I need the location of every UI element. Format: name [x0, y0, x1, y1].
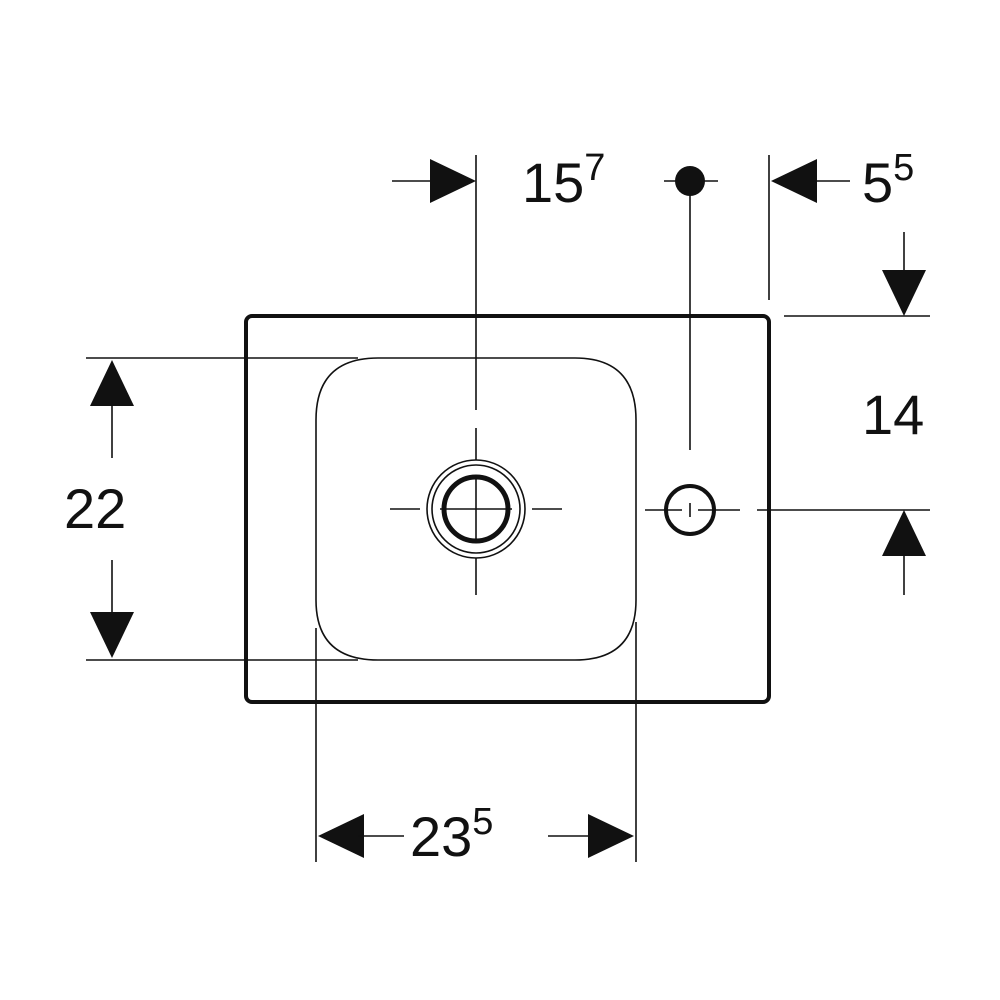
tap-edge-arrow	[771, 159, 817, 203]
basin-width-label: 235	[410, 801, 493, 868]
drain-offset-arrow	[430, 159, 476, 203]
tap-depth-top-arrow	[882, 270, 926, 316]
drain-offset-label: 157	[522, 147, 605, 214]
basin-depth-top-arrow	[90, 360, 134, 406]
basin-width-left-arrow	[318, 814, 364, 858]
drain-ring-icon	[390, 428, 562, 595]
filled-circle-icon	[675, 166, 705, 196]
basin-outer-outline	[244, 314, 771, 704]
tap-edge-label: 55	[862, 147, 914, 214]
basin-width-right-arrow	[588, 814, 634, 858]
basin-bowl-outline	[315, 357, 637, 661]
tap-hole-icon	[645, 484, 740, 536]
tap-depth-bottom-arrow	[882, 510, 926, 556]
basin-depth-bottom-arrow	[90, 612, 134, 658]
tap-depth-label: 14	[862, 383, 924, 446]
basin-depth-label: 22	[64, 477, 126, 540]
